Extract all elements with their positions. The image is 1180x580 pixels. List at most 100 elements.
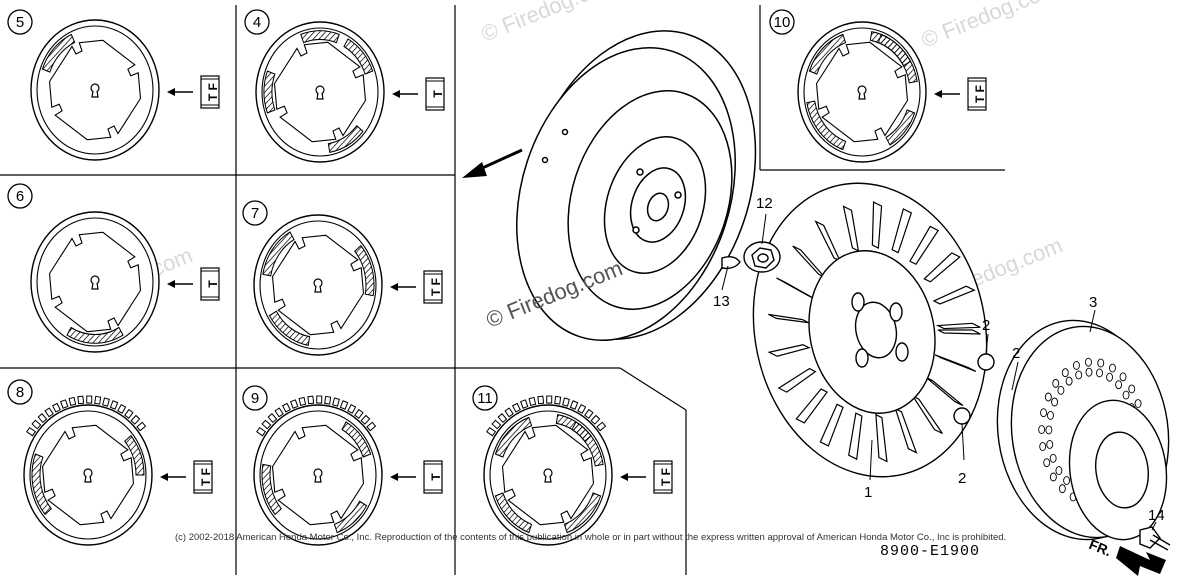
pulley-hole [1106,372,1114,382]
fan-blade [842,205,860,252]
fan-blade [875,413,888,463]
rotor-plate [816,41,908,143]
magnet-segment [869,31,912,67]
timing-mark-tag [200,267,220,301]
fan-blade [767,344,811,357]
pulley-hole [1039,442,1047,452]
variant-6: 6T [7,183,220,353]
magnet-segment [41,33,76,73]
variant-badge [7,379,33,405]
magnet-segment [263,70,276,114]
fan-blade [932,285,976,305]
pulley-hole [1122,390,1130,400]
keyhole [313,468,323,478]
rotor-plate [49,231,141,333]
rotor-plate [49,39,141,141]
fan-blade [934,354,977,372]
woodruff-key [721,255,741,270]
timing-mark-label: T [429,473,443,481]
pulley-hole [1045,425,1053,435]
watermark-top-center: © Firedog.com [478,0,621,47]
timing-mark-tag [200,75,220,109]
variant-number: 10 [774,14,791,31]
rotor-plate [272,424,364,526]
keyhole [90,275,100,285]
pulley-hole [1049,472,1057,482]
diagram-code: 8900-E1900 [880,543,980,560]
flywheel-inner-rim [259,220,377,350]
variant-11: 11 T F [472,385,673,546]
ring-gear-teeth [256,395,377,437]
flywheel-inner-rim [36,25,154,155]
variant-number: 7 [251,205,259,222]
pulley-hole [1075,370,1083,380]
watermark-top-right: © Firedog.com [918,0,1061,53]
magnet-segment [327,124,364,153]
timing-mark-label: T F [659,468,673,486]
fan-blade [909,225,940,266]
pulley-hole [1063,476,1071,485]
keyhole [90,83,100,93]
pulley-hole [1085,357,1092,367]
magnet-segment [343,38,374,75]
timing-mark-tag [423,270,443,304]
fan-blade [848,412,863,461]
pulley-hole [1072,360,1080,370]
cooling-fan [752,182,988,478]
fan-blade [925,376,964,407]
pulley-hole [1038,425,1046,435]
timing-mark-tag [423,460,443,494]
variant-5: 5 T F [7,9,220,161]
timing-mark-label: T F [199,468,213,486]
pulley-hole [1065,376,1073,386]
variant-badge [472,385,498,411]
callout-key: 13 [713,293,730,310]
variant-number: 5 [16,14,24,31]
variant-badge [7,183,33,209]
starter-pulley [996,319,1170,541]
magnet-segment [124,434,145,476]
magnet-segment [494,492,533,534]
copyright-text: (c) 2002-2018 American Honda Motor Co., … [175,532,1006,543]
callout-bolt: 14 [1148,507,1165,524]
magnet-segment [494,416,533,458]
magnet-segment [808,33,847,75]
fan-blade [891,208,913,254]
timing-mark-tag [967,77,987,111]
timing-mark-tag [193,460,213,494]
magnet-segment [300,30,340,44]
variant-number: 11 [477,390,493,407]
callout-nut: 12 [756,195,773,212]
keyhole [543,468,553,478]
magnet-segment [268,310,311,346]
flywheel-inner-rim [261,27,379,157]
magnet-segment [563,492,602,534]
callout-fan: 1 [864,484,872,501]
magnet-segment [354,244,375,297]
pulley-hole [1047,411,1054,420]
variant-number: 6 [16,188,24,205]
variant-8: 8 T F [7,379,213,546]
timing-mark-label: T F [206,83,220,101]
callout-collar-b: 2 [1012,345,1020,362]
variant-4: 4T [244,9,445,163]
magnet-segment [806,100,847,151]
variant-number: 8 [16,384,24,401]
flywheel-inner-rim [489,410,607,540]
flywheel-inner-rim [36,217,154,347]
timing-mark-label: T F [973,85,987,103]
magnet-segment [66,326,124,344]
magnet-segment [31,453,52,516]
fan-blade [871,201,883,249]
magnet-segment [261,463,282,516]
callout-collar-a: 2 [982,317,990,334]
pulley-hole [1061,368,1069,378]
variant-badge [7,9,33,35]
keyhole [83,468,93,478]
fan-blade [923,252,961,283]
front-arrow: FR. [1087,536,1166,576]
flywheel-inner-rim [29,410,147,540]
pulley-hole [1055,466,1063,476]
variant-badge [242,385,268,411]
